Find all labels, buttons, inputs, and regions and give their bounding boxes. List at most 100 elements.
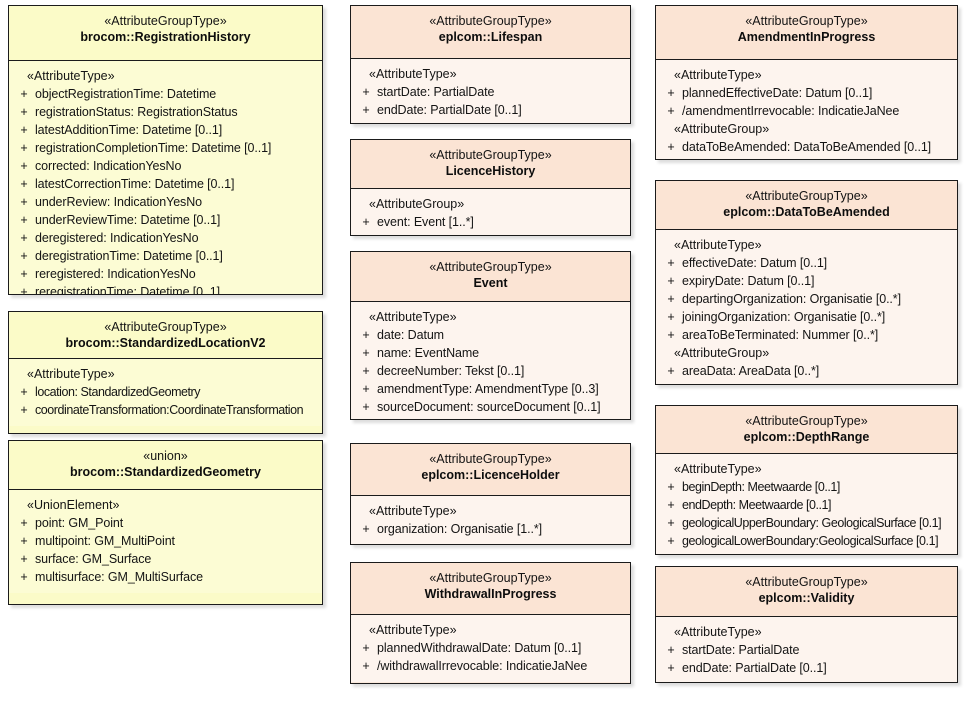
uml-class-name-event: Event: [473, 276, 508, 290]
visibility-marker: +: [362, 346, 370, 360]
uml-attribute-row[interactable]: +underReviewTime: Datetime [0..1]: [13, 211, 318, 229]
uml-attribute-row[interactable]: +point: GM_Point: [13, 514, 318, 532]
uml-attribute-row[interactable]: +/amendmentIrrevocable: IndicatieJaNee: [660, 102, 953, 120]
uml-class-name-amendment-in-progress: AmendmentInProgress: [737, 30, 876, 44]
uml-attribute-row[interactable]: +corrected: IndicationYesNo: [13, 157, 318, 175]
visibility-marker: +: [20, 385, 28, 399]
uml-attribute-row[interactable]: +beginDepth: Meetwaarde [0..1]: [660, 478, 953, 496]
uml-attribute-row[interactable]: + latestAdditionTime: Datetime [0..1]: [13, 121, 318, 139]
uml-attribute-row[interactable]: + underReview: IndicationYesNo: [13, 193, 318, 211]
visibility-marker: +: [362, 215, 370, 229]
attribute-signature: areaToBeTerminated: Nummer [0..*]: [682, 328, 879, 342]
uml-class-name-withdrawal-in-progress: WithdrawalInProgress: [424, 587, 557, 601]
uml-class-body-depth-range: «AttributeType»+beginDepth: Meetwaarde […: [656, 454, 957, 554]
uml-attribute-row[interactable]: +coordinateTransformation:CoordinateTran…: [13, 401, 318, 419]
uml-attribute-row[interactable]: +registrationCompletionTime: Datetime [0…: [13, 139, 318, 157]
uml-class-amendment-in-progress[interactable]: «AttributeGroupType»AmendmentInProgress«…: [655, 5, 958, 160]
uml-attribute-row[interactable]: +latestCorrectionTime: Datetime [0..1]: [13, 175, 318, 193]
uml-attribute-row[interactable]: +sourceDocument: sourceDocument [0..1]: [355, 398, 626, 416]
uml-stereotype-licence-history: «AttributeGroupType»: [429, 148, 552, 162]
attribute-signature: reregistered: IndicationYesNo: [35, 267, 196, 281]
uml-attribute-row[interactable]: +geologicalLowerBoundary:GeologicalSurfa…: [660, 532, 953, 550]
uml-attribute-row[interactable]: +decreeNumber: Tekst [0..1]: [355, 362, 626, 380]
uml-attribute-row[interactable]: +endDate: PartialDate [0..1]: [355, 101, 626, 119]
uml-attribute-row[interactable]: +registrationStatus: RegistrationStatus: [13, 103, 318, 121]
attribute-signature: latestAdditionTime: Datetime [0..1]: [35, 123, 223, 137]
uml-attribute-row[interactable]: +/withdrawalIrrevocable: IndicatieJaNee: [355, 657, 626, 675]
visibility-marker: +: [667, 498, 675, 512]
uml-attribute-row[interactable]: +joiningOrganization: Organisatie [0..*]: [660, 308, 953, 326]
uml-attribute-row[interactable]: + reregistrationTime: Datetime [0..1]: [13, 283, 318, 295]
uml-attribute-row[interactable]: +plannedEffectiveDate: Datum [0..1]: [660, 84, 953, 102]
visibility-marker: +: [667, 661, 675, 675]
uml-class-validity[interactable]: «AttributeGroupType»eplcom::Validity«Att…: [655, 566, 958, 683]
visibility-marker: +: [362, 364, 370, 378]
uml-attribute-row[interactable]: +deregistrationTime: Datetime [0..1]: [13, 247, 318, 265]
uml-class-body-data-to-be-amended: «AttributeType»+effectiveDate: Datum [0.…: [656, 230, 957, 384]
visibility-marker: +: [667, 328, 675, 342]
uml-attribute-row[interactable]: +dataToBeAmended: DataToBeAmended [0..1]: [660, 138, 953, 156]
uml-attribute-row[interactable]: +effectiveDate: Datum [0..1]: [660, 254, 953, 272]
uml-attribute-row[interactable]: +areaData: AreaData [0..*]: [660, 362, 953, 380]
uml-compartment-label-data-to-be-amended-1: «AttributeGroup»: [674, 346, 770, 360]
uml-class-data-to-be-amended[interactable]: «AttributeGroupType»eplcom::DataToBeAmen…: [655, 180, 958, 385]
uml-class-body-validity: «AttributeType»+startDate: PartialDate+e…: [656, 617, 957, 682]
uml-attribute-row[interactable]: +reregistered: IndicationYesNo: [13, 265, 318, 283]
visibility-marker: +: [20, 87, 28, 101]
visibility-marker: +: [20, 285, 28, 295]
attribute-signature: amendmentType: AmendmentType [0..3]: [377, 382, 599, 396]
visibility-marker: +: [20, 403, 28, 417]
uml-compartment-label-licence-holder-0: «AttributeType»: [369, 504, 457, 518]
attribute-signature: underReviewTime: Datetime [0..1]: [35, 213, 221, 227]
uml-class-name-validity: eplcom::Validity: [758, 591, 855, 605]
uml-attribute-row[interactable]: +multipoint: GM_MultiPoint: [13, 532, 318, 550]
uml-attribute-row[interactable]: +event: Event [1..*]: [355, 213, 626, 231]
visibility-marker: +: [20, 123, 28, 137]
visibility-marker: +: [362, 400, 370, 414]
visibility-marker: +: [20, 195, 28, 209]
uml-class-depth-range[interactable]: «AttributeGroupType»eplcom::DepthRange«A…: [655, 405, 958, 555]
uml-attribute-row[interactable]: +startDate: PartialDate: [355, 83, 626, 101]
attribute-signature: reregistrationTime: Datetime [0..1]: [35, 285, 220, 295]
uml-class-header-event: «AttributeGroupType» Event: [351, 252, 630, 302]
uml-class-withdrawal-in-progress[interactable]: «AttributeGroupType»WithdrawalInProgress…: [350, 562, 631, 684]
uml-class-lifespan[interactable]: «AttributeGroupType»eplcom::Lifespan«Att…: [350, 5, 631, 124]
uml-stereotype-licence-holder: «AttributeGroupType»: [429, 452, 552, 466]
uml-class-name-registration-history: brocom::RegistrationHistory: [80, 30, 251, 44]
uml-class-name-licence-holder: eplcom::LicenceHolder: [421, 468, 560, 482]
uml-class-licence-holder[interactable]: «AttributeGroupType»eplcom::LicenceHolde…: [350, 443, 631, 545]
uml-attribute-row[interactable]: +startDate: PartialDate: [660, 641, 953, 659]
attribute-signature: name: EventName: [377, 346, 480, 360]
uml-attribute-row[interactable]: + areaToBeTerminated: Nummer [0..*]: [660, 326, 953, 344]
uml-attribute-row[interactable]: +endDate: PartialDate [0..1]: [660, 659, 953, 677]
uml-class-body-licence-holder: «AttributeType» +organization: Organisati…: [351, 496, 630, 544]
attribute-signature: beginDepth: Meetwaarde [0..1]: [682, 480, 840, 494]
attribute-signature: endDepth: Meetwaarde [0..1]: [682, 498, 832, 512]
attribute-signature: plannedEffectiveDate: Datum [0..1]: [682, 86, 873, 100]
uml-attribute-row[interactable]: +surface: GM_Surface: [13, 550, 318, 568]
uml-class-licence-history[interactable]: «AttributeGroupType»LicenceHistory«Attri…: [350, 139, 631, 236]
uml-attribute-row[interactable]: +date: Datum: [355, 326, 626, 344]
attribute-signature: underReview: IndicationYesNo: [35, 195, 202, 209]
uml-class-registration-history[interactable]: «AttributeGroupType»brocom::Registration…: [8, 5, 323, 295]
uml-attribute-row[interactable]: +plannedWithdrawalDate: Datum [0..1]: [355, 639, 626, 657]
uml-attribute-row[interactable]: + endDepth: Meetwaarde [0..1]: [660, 496, 953, 514]
uml-attribute-row[interactable]: + name: EventName: [355, 344, 626, 362]
uml-attribute-row[interactable]: +geologicalUpperBoundary: GeologicalSurf…: [660, 514, 953, 532]
uml-attribute-row[interactable]: +expiryDate: Datum [0..1]: [660, 272, 953, 290]
uml-attribute-row[interactable]: +deregistered: IndicationYesNo: [13, 229, 318, 247]
uml-attribute-row[interactable]: +departingOrganization: Organisatie [0..…: [660, 290, 953, 308]
uml-class-standardized-location-v2[interactable]: «AttributeGroupType»brocom::Standardized…: [8, 311, 323, 434]
uml-class-event[interactable]: «AttributeGroupType»Event«AttributeType»…: [350, 251, 631, 420]
uml-attribute-row[interactable]: +amendmentType: AmendmentType [0..3]: [355, 380, 626, 398]
uml-class-standardized-geometry[interactable]: «union»brocom::StandardizedGeometry«Unio…: [8, 440, 323, 605]
uml-attribute-row[interactable]: +objectRegistrationTime: Datetime: [13, 85, 318, 103]
uml-attribute-row[interactable]: +organization: Organisatie [1..*]: [355, 520, 626, 538]
uml-attribute-row[interactable]: +location: StandardizedGeometry: [13, 383, 318, 401]
uml-attribute-row[interactable]: +multisurface: GM_MultiSurface: [13, 568, 318, 586]
visibility-marker: +: [362, 641, 370, 655]
attribute-signature: corrected: IndicationYesNo: [35, 159, 182, 173]
uml-class-body-lifespan: «AttributeType»+startDate: PartialDate+e…: [351, 59, 630, 123]
uml-stereotype-event: «AttributeGroupType»: [429, 260, 552, 274]
uml-class-header-depth-range: «AttributeGroupType»eplcom::DepthRange: [656, 406, 957, 454]
